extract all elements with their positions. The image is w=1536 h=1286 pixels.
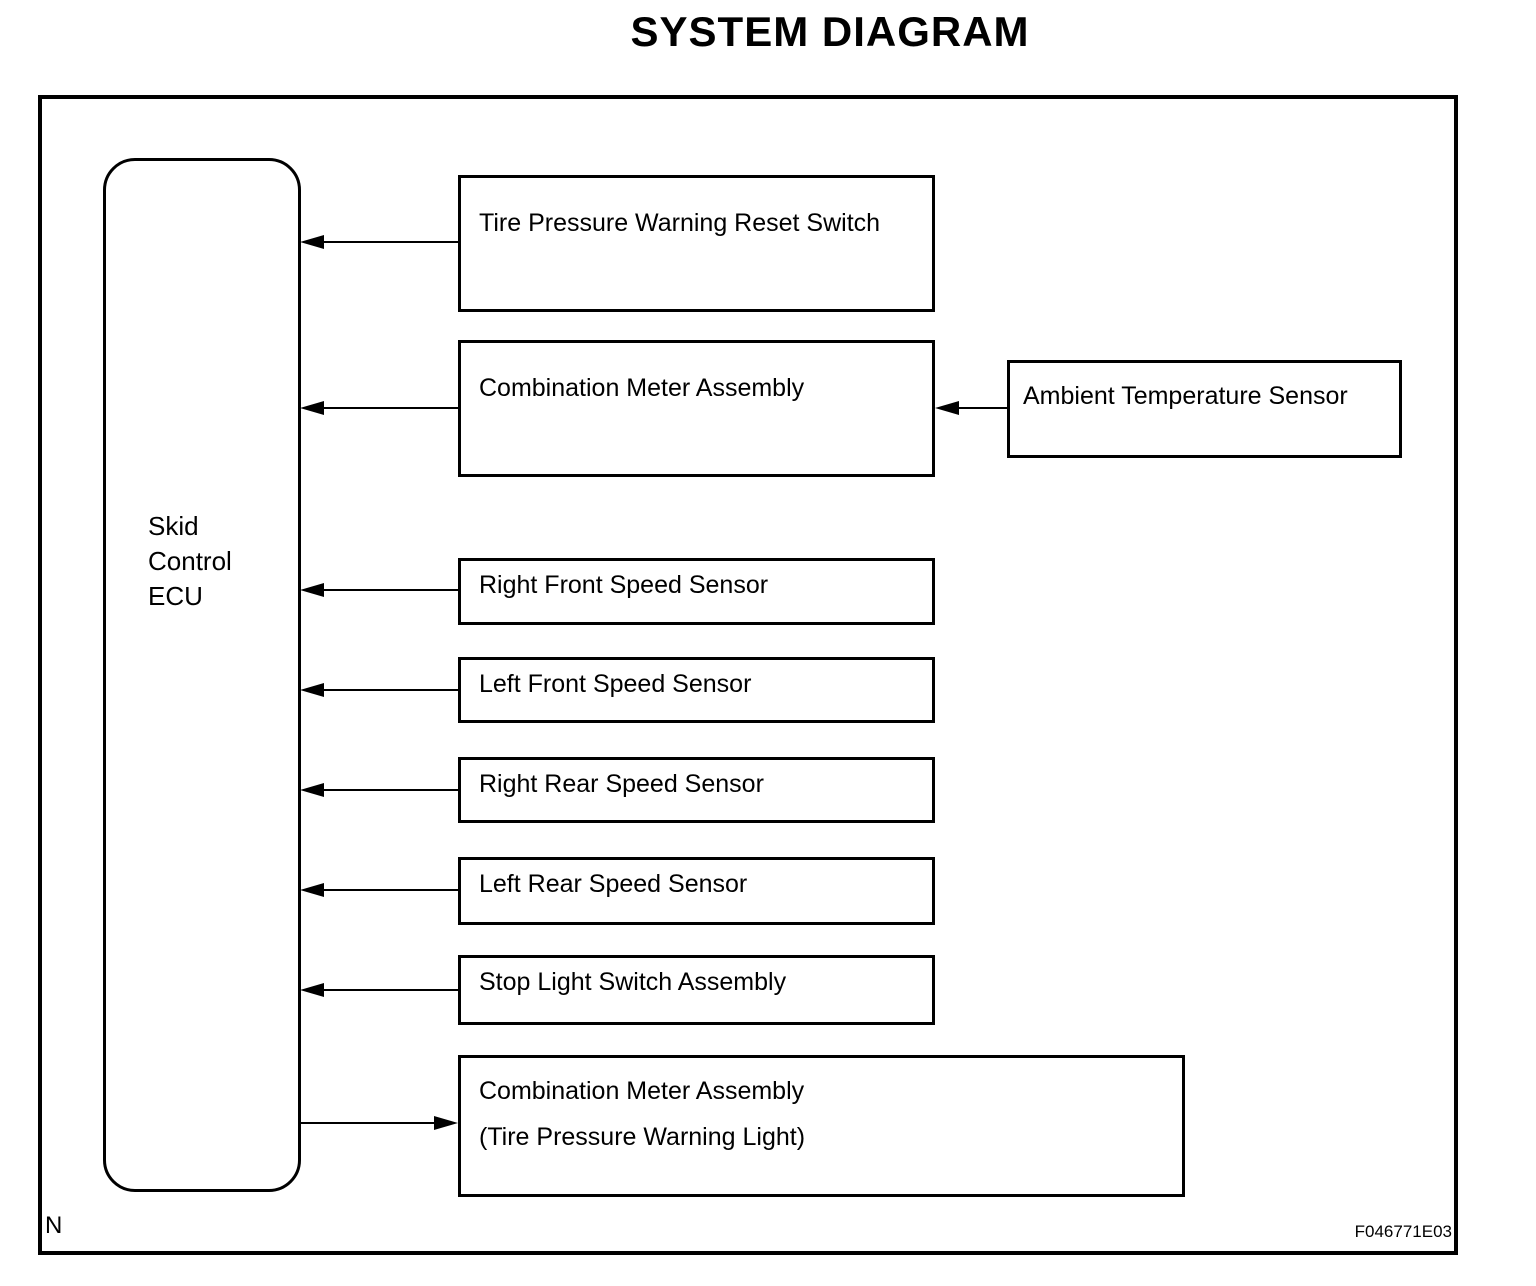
arrow-shaft: [324, 689, 458, 691]
node-label: Right Rear Speed Sensor: [479, 770, 764, 798]
arrowhead-left-icon: [300, 683, 324, 697]
arrow-shaft: [300, 1122, 434, 1124]
arrowhead-left-icon: [300, 401, 324, 415]
node-label: Ambient Temperature Sensor: [1023, 382, 1348, 410]
arrow-shaft: [324, 407, 458, 409]
arrowhead-left-icon: [300, 783, 324, 797]
arrowhead-right-icon: [434, 1116, 458, 1130]
arrow-shaft: [324, 589, 458, 591]
arrow-shaft: [324, 241, 458, 243]
skid-control-ecu-label: Skid Control ECU: [148, 511, 232, 611]
footer-revision-mark: N: [45, 1212, 63, 1239]
node-left-rear-speed-sensor: Left Rear Speed Sensor: [458, 857, 935, 925]
arrow-shaft: [324, 889, 458, 891]
arrow-stop-light-switch-to-ecu: [300, 982, 458, 998]
node-right-front-speed-sensor: Right Front Speed Sensor: [458, 558, 935, 625]
arrow-ambient-sensor-to-combination-meter: [935, 400, 1007, 416]
node-label: Stop Light Switch Assembly: [479, 968, 787, 996]
skid-control-ecu-box: Skid Control ECU: [103, 158, 301, 1192]
arrow-ecu-to-warning-light: [300, 1115, 458, 1131]
arrowhead-left-icon: [935, 401, 959, 415]
node-left-front-speed-sensor: Left Front Speed Sensor: [458, 657, 935, 723]
figure-code: F046771E03: [1354, 1222, 1452, 1241]
node-label: Left Front Speed Sensor: [479, 670, 752, 698]
arrow-right-rear-speed-sensor-to-ecu: [300, 782, 458, 798]
page-title: SYSTEM DIAGRAM: [630, 8, 1030, 55]
node-label: Combination Meter Assembly: [479, 374, 805, 402]
arrow-right-front-speed-sensor-to-ecu: [300, 582, 458, 598]
arrow-combination-meter-to-ecu: [300, 400, 458, 416]
node-label: Tire Pressure Warning Reset Switch: [479, 209, 881, 237]
arrow-left-rear-speed-sensor-to-ecu: [300, 882, 458, 898]
arrow-shaft: [324, 989, 458, 991]
node-label-line2: (Tire Pressure Warning Light): [479, 1123, 806, 1151]
node-combination-meter-assembly: Combination Meter Assembly: [458, 340, 935, 477]
node-stop-light-switch-assembly: Stop Light Switch Assembly: [458, 955, 935, 1025]
arrowhead-left-icon: [300, 983, 324, 997]
node-label-line1: Combination Meter Assembly: [479, 1077, 805, 1105]
node-tire-pressure-warning-reset-switch: Tire Pressure Warning Reset Switch: [458, 175, 935, 312]
node-label: Right Front Speed Sensor: [479, 571, 769, 599]
arrow-shaft: [324, 789, 458, 791]
arrow-left-front-speed-sensor-to-ecu: [300, 682, 458, 698]
arrow-shaft: [959, 407, 1007, 409]
arrowhead-left-icon: [300, 583, 324, 597]
node-combination-meter-assembly-warning-light: Combination Meter Assembly (Tire Pressur…: [458, 1055, 1185, 1197]
arrowhead-left-icon: [300, 883, 324, 897]
node-right-rear-speed-sensor: Right Rear Speed Sensor: [458, 757, 935, 823]
arrowhead-left-icon: [300, 235, 324, 249]
arrow-reset-switch-to-ecu: [300, 234, 458, 250]
node-label: Left Rear Speed Sensor: [479, 870, 748, 898]
node-ambient-temperature-sensor: Ambient Temperature Sensor: [1007, 360, 1402, 458]
